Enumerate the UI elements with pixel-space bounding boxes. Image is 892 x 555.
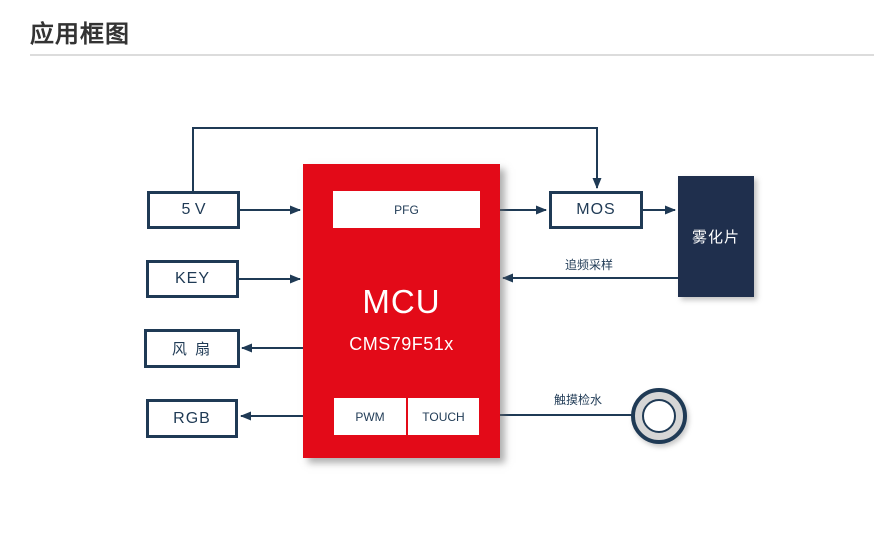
block-fan-label: 风 扇	[171, 341, 213, 358]
block-pwm-peripheral: PWM	[334, 398, 406, 435]
block-key-label: KEY	[174, 270, 210, 287]
block-mcu: PFG MCU CMS79F51x PWM TOUCH	[303, 164, 500, 458]
block-fan: 风 扇	[144, 329, 240, 368]
mcu-title: MCU	[362, 283, 441, 320]
block-5v-label: 5 V	[181, 201, 206, 218]
block-atomizer: 雾化片	[678, 176, 754, 297]
label-frequency-tracking-sampling: 追频采样	[564, 258, 613, 272]
touch-electrode-inner-circle	[642, 399, 676, 433]
block-5v-power: 5 V	[147, 191, 240, 229]
block-pwm-label: PWM	[355, 409, 385, 424]
block-touch-label: TOUCH	[422, 409, 465, 424]
block-pfg-label: PFG	[394, 202, 419, 217]
block-mos: MOS	[549, 191, 643, 229]
title-divider	[30, 54, 874, 56]
block-rgb-label: RGB	[173, 409, 211, 427]
mcu-part-number: CMS79F51x	[349, 334, 454, 354]
label-touch-water-detection: 触摸检水	[553, 393, 602, 407]
connector-5v-to-mos-top	[192, 127, 602, 191]
page-title: 应用框图	[30, 21, 130, 48]
block-pfg-peripheral: PFG	[333, 191, 480, 228]
block-touch-peripheral: TOUCH	[408, 398, 479, 435]
block-atomizer-label: 雾化片	[691, 229, 740, 246]
block-rgb: RGB	[146, 399, 238, 438]
block-mos-label: MOS	[576, 201, 616, 218]
block-key: KEY	[146, 260, 239, 298]
touch-electrode-ring	[631, 388, 687, 444]
